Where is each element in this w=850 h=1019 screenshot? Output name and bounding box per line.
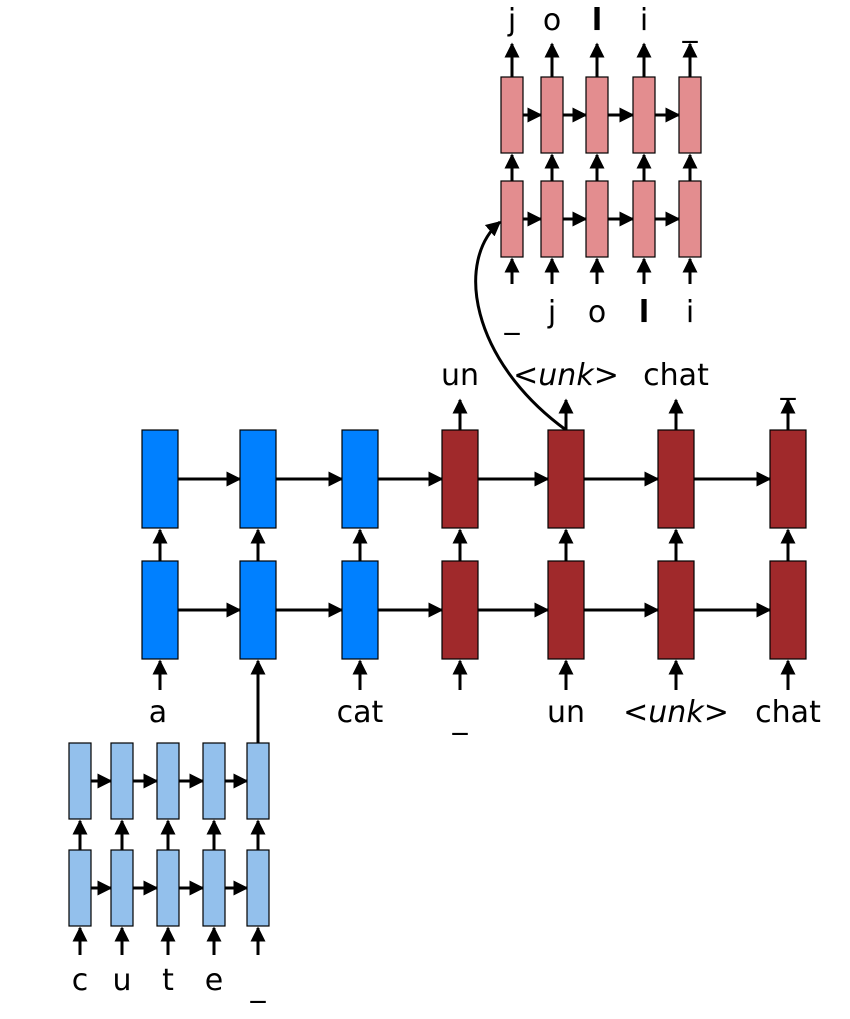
char-decoder-input-label: j: [547, 295, 556, 330]
char-decoder-input-label: i: [686, 295, 694, 330]
char-decoder-output-label: l: [592, 3, 602, 38]
char-decoder-cell: [500, 180, 524, 258]
cells-layer: [68, 76, 807, 927]
char-encoder-cell: [156, 849, 180, 927]
word-decoder-cell: [547, 429, 585, 529]
char-decoder-input-label: _: [504, 301, 521, 336]
char-decoder-cell: [632, 180, 656, 258]
word-decoder-output-unk-label: <unk>: [513, 358, 619, 393]
char-encoder-cell: [156, 742, 180, 820]
word-decoder-cell: [441, 429, 479, 529]
char-encoder-cell: [202, 849, 226, 927]
char-encoder-cell: [68, 742, 92, 820]
char-encoder-input-label: t: [162, 963, 174, 998]
word-decoder-input-label: un: [547, 695, 585, 730]
char-decoder-cell: [632, 76, 656, 154]
char-decoder-output-label: o: [543, 3, 561, 38]
word-decoder-cell: [441, 560, 479, 660]
char-decoder-cell: [585, 76, 609, 154]
char-encoder-cell: [246, 742, 270, 820]
word-encoder-input-label: a: [149, 695, 167, 730]
char-encoder-cell: [68, 849, 92, 927]
word-decoder-output-label: un: [441, 358, 479, 393]
arrows-layer: [72, 42, 796, 955]
char-decoder-cell: [540, 76, 564, 154]
char-decoder-cell: [678, 180, 702, 258]
word-encoder-cell: [141, 560, 179, 660]
word-decoder-input-label: _: [452, 701, 469, 736]
word-encoder-cell: [341, 429, 379, 529]
char-encoder-input-label: u: [112, 963, 131, 998]
char-encoder-cell: [246, 849, 270, 927]
char-encoder-input-label: c: [72, 963, 89, 998]
char-decoder-output-label: _: [682, 9, 699, 44]
word-decoder-cell: [657, 429, 695, 529]
char-encoder-cell: [110, 849, 134, 927]
word-encoder-cell: [239, 560, 277, 660]
word-decoder-input-label: chat: [755, 695, 821, 730]
char-decoder-input-label: o: [588, 295, 606, 330]
word-decoder-output-label: _: [780, 366, 797, 401]
word-encoder-input-label: cat: [337, 695, 384, 730]
unk-to-char-decoder-arrow: [474, 220, 567, 432]
word-decoder-cell: [769, 429, 807, 529]
char-decoder-cell: [500, 76, 524, 154]
word-decoder-input-unk-label: <unk>: [623, 695, 729, 730]
word-decoder-cell: [657, 560, 695, 660]
char-decoder-cell: [585, 180, 609, 258]
word-encoder-cell: [341, 560, 379, 660]
char-encoder-cell: [202, 742, 226, 820]
word-decoder-output-label: chat: [643, 358, 709, 393]
char-decoder-input-label: l: [639, 295, 649, 330]
unk-italic: unk: [648, 695, 705, 730]
char-decoder-cell: [540, 180, 564, 258]
char-decoder-cell: [678, 76, 702, 154]
word-encoder-cell: [239, 429, 277, 529]
char-decoder-output-label: j: [507, 3, 516, 38]
unk-italic: unk: [538, 358, 595, 393]
char-encoder-cell: [110, 742, 134, 820]
char-decoder-output-label: i: [640, 3, 648, 38]
word-encoder-cell: [141, 429, 179, 529]
char-encoder-input-label: _: [250, 969, 267, 1004]
word-decoder-cell: [769, 560, 807, 660]
char-encoder-input-label: e: [205, 963, 223, 998]
word-decoder-cell: [547, 560, 585, 660]
